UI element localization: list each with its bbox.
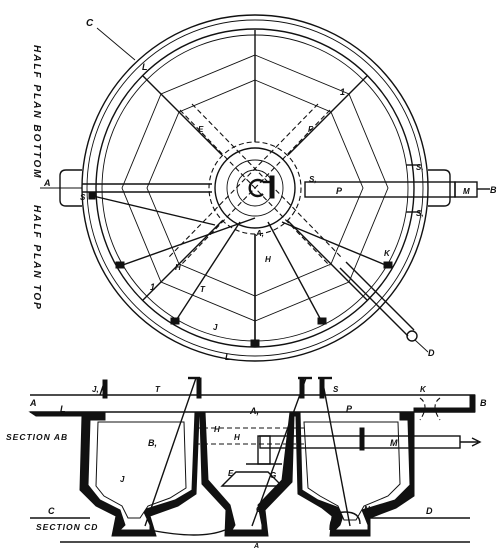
- scraper-lines: [92, 195, 389, 342]
- label-m-plan: M: [463, 187, 470, 196]
- label-h-left: H: [175, 263, 181, 272]
- label-a1-plan: A,: [255, 229, 264, 238]
- label-p-plan: P: [336, 186, 343, 196]
- tie-rods: [99, 377, 351, 527]
- central-well: [214, 147, 296, 229]
- label-g1-section: G,: [256, 505, 264, 514]
- label-g-section: G: [270, 471, 276, 480]
- label-h1-section: H: [214, 425, 220, 434]
- hopper-right: [303, 421, 401, 521]
- siphon-g1: [329, 511, 361, 531]
- label-s1-upper: S,: [416, 163, 424, 172]
- label-m-section: M: [390, 438, 398, 448]
- label-j1-section: J,: [92, 385, 99, 394]
- label-f-plan: F: [308, 125, 314, 134]
- label-b1-section: B,: [148, 438, 157, 448]
- leader-c: [96, 27, 136, 61]
- label-e-plan: E: [198, 125, 204, 134]
- scraper-blocks: [88, 192, 393, 347]
- label-e-section: E: [228, 469, 234, 478]
- label-s-section: S: [333, 385, 339, 394]
- label-l-top: L: [142, 62, 148, 72]
- label-l-section: L: [60, 404, 66, 414]
- label-s-center: S,: [309, 175, 317, 184]
- label-h2-section: H: [234, 433, 240, 442]
- drain-pipe: [339, 267, 409, 337]
- label-c-section: C: [48, 506, 55, 516]
- label-d-plan: D: [428, 348, 435, 358]
- label-a-bottom: A: [253, 543, 259, 549]
- label-k-section: K: [420, 385, 427, 394]
- label-j-plan: J: [213, 323, 218, 332]
- trough-e: [220, 471, 284, 487]
- label-1-top: 1: [340, 87, 345, 97]
- label-t-section: T: [155, 385, 161, 394]
- caption-half-plan-bottom: HALF PLAN BOTTOM: [31, 45, 42, 180]
- caption-section-cd: SECTION CD: [36, 522, 98, 532]
- dashed-cross-pipes: [167, 103, 343, 267]
- section-view: A L J, T B, A, S P K B H H M J E G C G, …: [6, 376, 487, 549]
- label-h-center: H: [265, 255, 271, 264]
- label-c: C: [86, 18, 94, 29]
- right-lug: [428, 169, 451, 207]
- label-a1-section: A,: [249, 406, 259, 416]
- label-p-section: P: [346, 404, 353, 414]
- concrete-section: [28, 394, 476, 537]
- outer-ring-inner: [86, 19, 424, 357]
- label-l-bottom: L: [225, 352, 231, 362]
- label-1-left: 1: [150, 282, 155, 292]
- label-s-left: S: [80, 193, 86, 202]
- inlet-plate: [269, 175, 275, 199]
- wall-ring: [95, 28, 415, 348]
- label-d-section: D: [426, 506, 433, 516]
- flow-arrow: [471, 437, 482, 447]
- half-plan-view: C L 1 A S S, P S, S, M B E F A, H H 1 T …: [31, 14, 497, 362]
- label-t-plan: T: [200, 285, 206, 294]
- label-b-section: B: [480, 398, 487, 408]
- label-n-section: N: [364, 505, 370, 514]
- outlet-pipe-p: [304, 181, 456, 198]
- label-a-plan: A: [43, 178, 51, 188]
- inlet-ring: [226, 159, 284, 217]
- label-s1-lower: S,: [416, 209, 424, 218]
- label-j-section: J: [120, 475, 125, 484]
- caption-section-ab: SECTION AB: [6, 432, 68, 442]
- label-b-plan: B: [490, 185, 497, 195]
- caption-half-plan-top: HALF PLAN TOP: [31, 205, 42, 311]
- inlet-bend: [248, 178, 264, 198]
- label-a-section: A: [29, 398, 37, 408]
- hopper-left: [95, 421, 187, 519]
- label-k-plan: K: [384, 249, 391, 258]
